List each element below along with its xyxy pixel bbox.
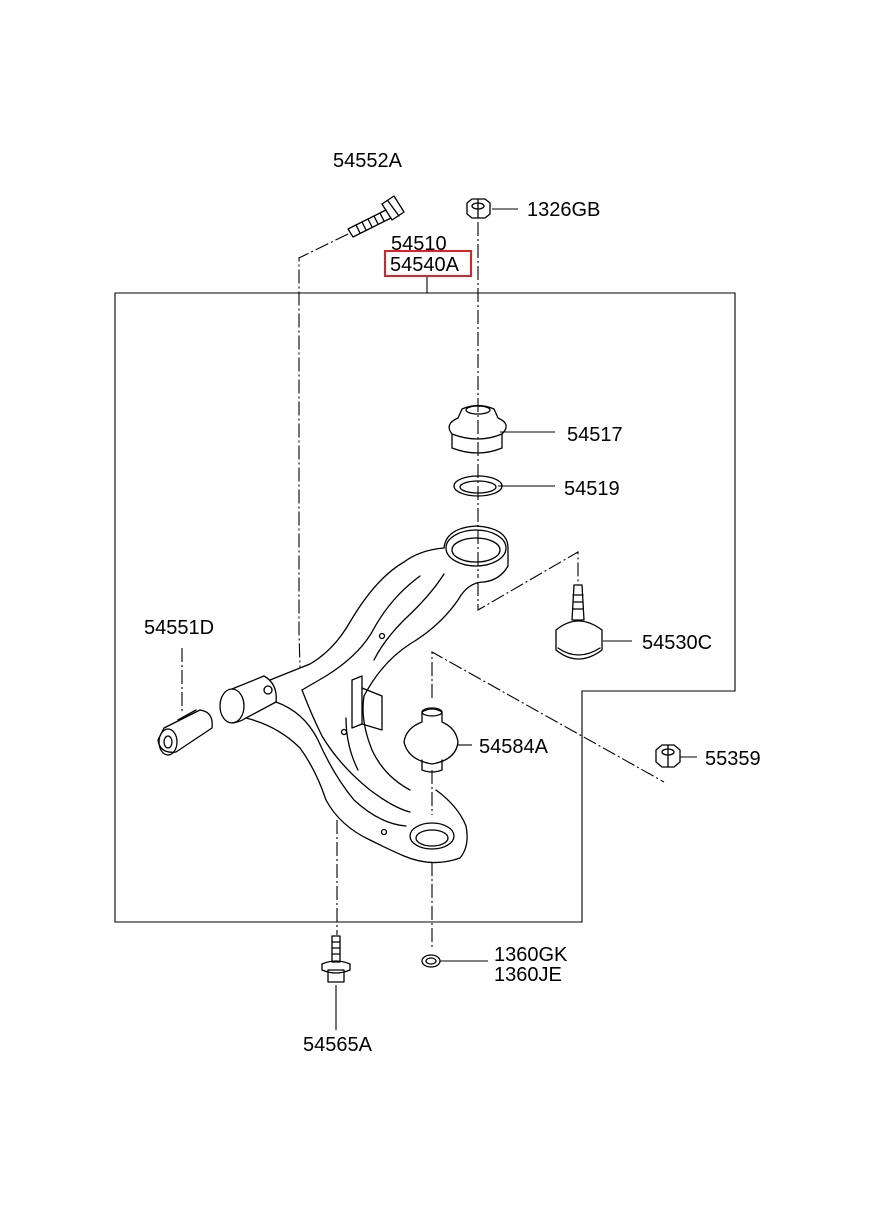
label-54565A[interactable]: 54565A [303, 1034, 373, 1056]
label-54540A[interactable]: 54540A [390, 254, 460, 276]
label-54584A[interactable]: 54584A [479, 736, 549, 758]
label-54519[interactable]: 54519 [564, 478, 620, 500]
centerline-balljoint-offset [477, 551, 579, 611]
nut-1326GB-icon [466, 198, 491, 219]
snap-ring-54519-icon [453, 475, 503, 497]
label-54510[interactable]: 54510 [391, 233, 447, 255]
lower-control-arm-icon [219, 525, 509, 864]
dust-boot-54517-icon [448, 404, 507, 454]
label-54530C[interactable]: 54530C [642, 632, 712, 654]
centerline-bushing [431, 651, 665, 783]
bolt-54552A-icon [347, 195, 405, 238]
bushing-54551D-icon [157, 709, 213, 756]
washer-1360GK-icon [421, 954, 441, 968]
label-54552A[interactable]: 54552A [333, 150, 403, 172]
label-1326GB[interactable]: 1326GB [527, 199, 600, 221]
label-55359[interactable]: 55359 [705, 748, 761, 770]
selected-part-highlight [384, 250, 472, 277]
bushing-54584A-icon [403, 707, 459, 773]
nut-55359-icon [655, 744, 681, 768]
ball-joint-54530C-icon [555, 584, 603, 660]
centerline-bolt [298, 233, 349, 669]
bolt-54565A-icon [321, 935, 351, 983]
assembly-outline [114, 292, 736, 923]
label-54551D[interactable]: 54551D [144, 617, 214, 639]
label-1360JE[interactable]: 1360JE [494, 964, 562, 986]
label-1360GK[interactable]: 1360GK [494, 944, 568, 966]
label-54517[interactable]: 54517 [567, 424, 623, 446]
